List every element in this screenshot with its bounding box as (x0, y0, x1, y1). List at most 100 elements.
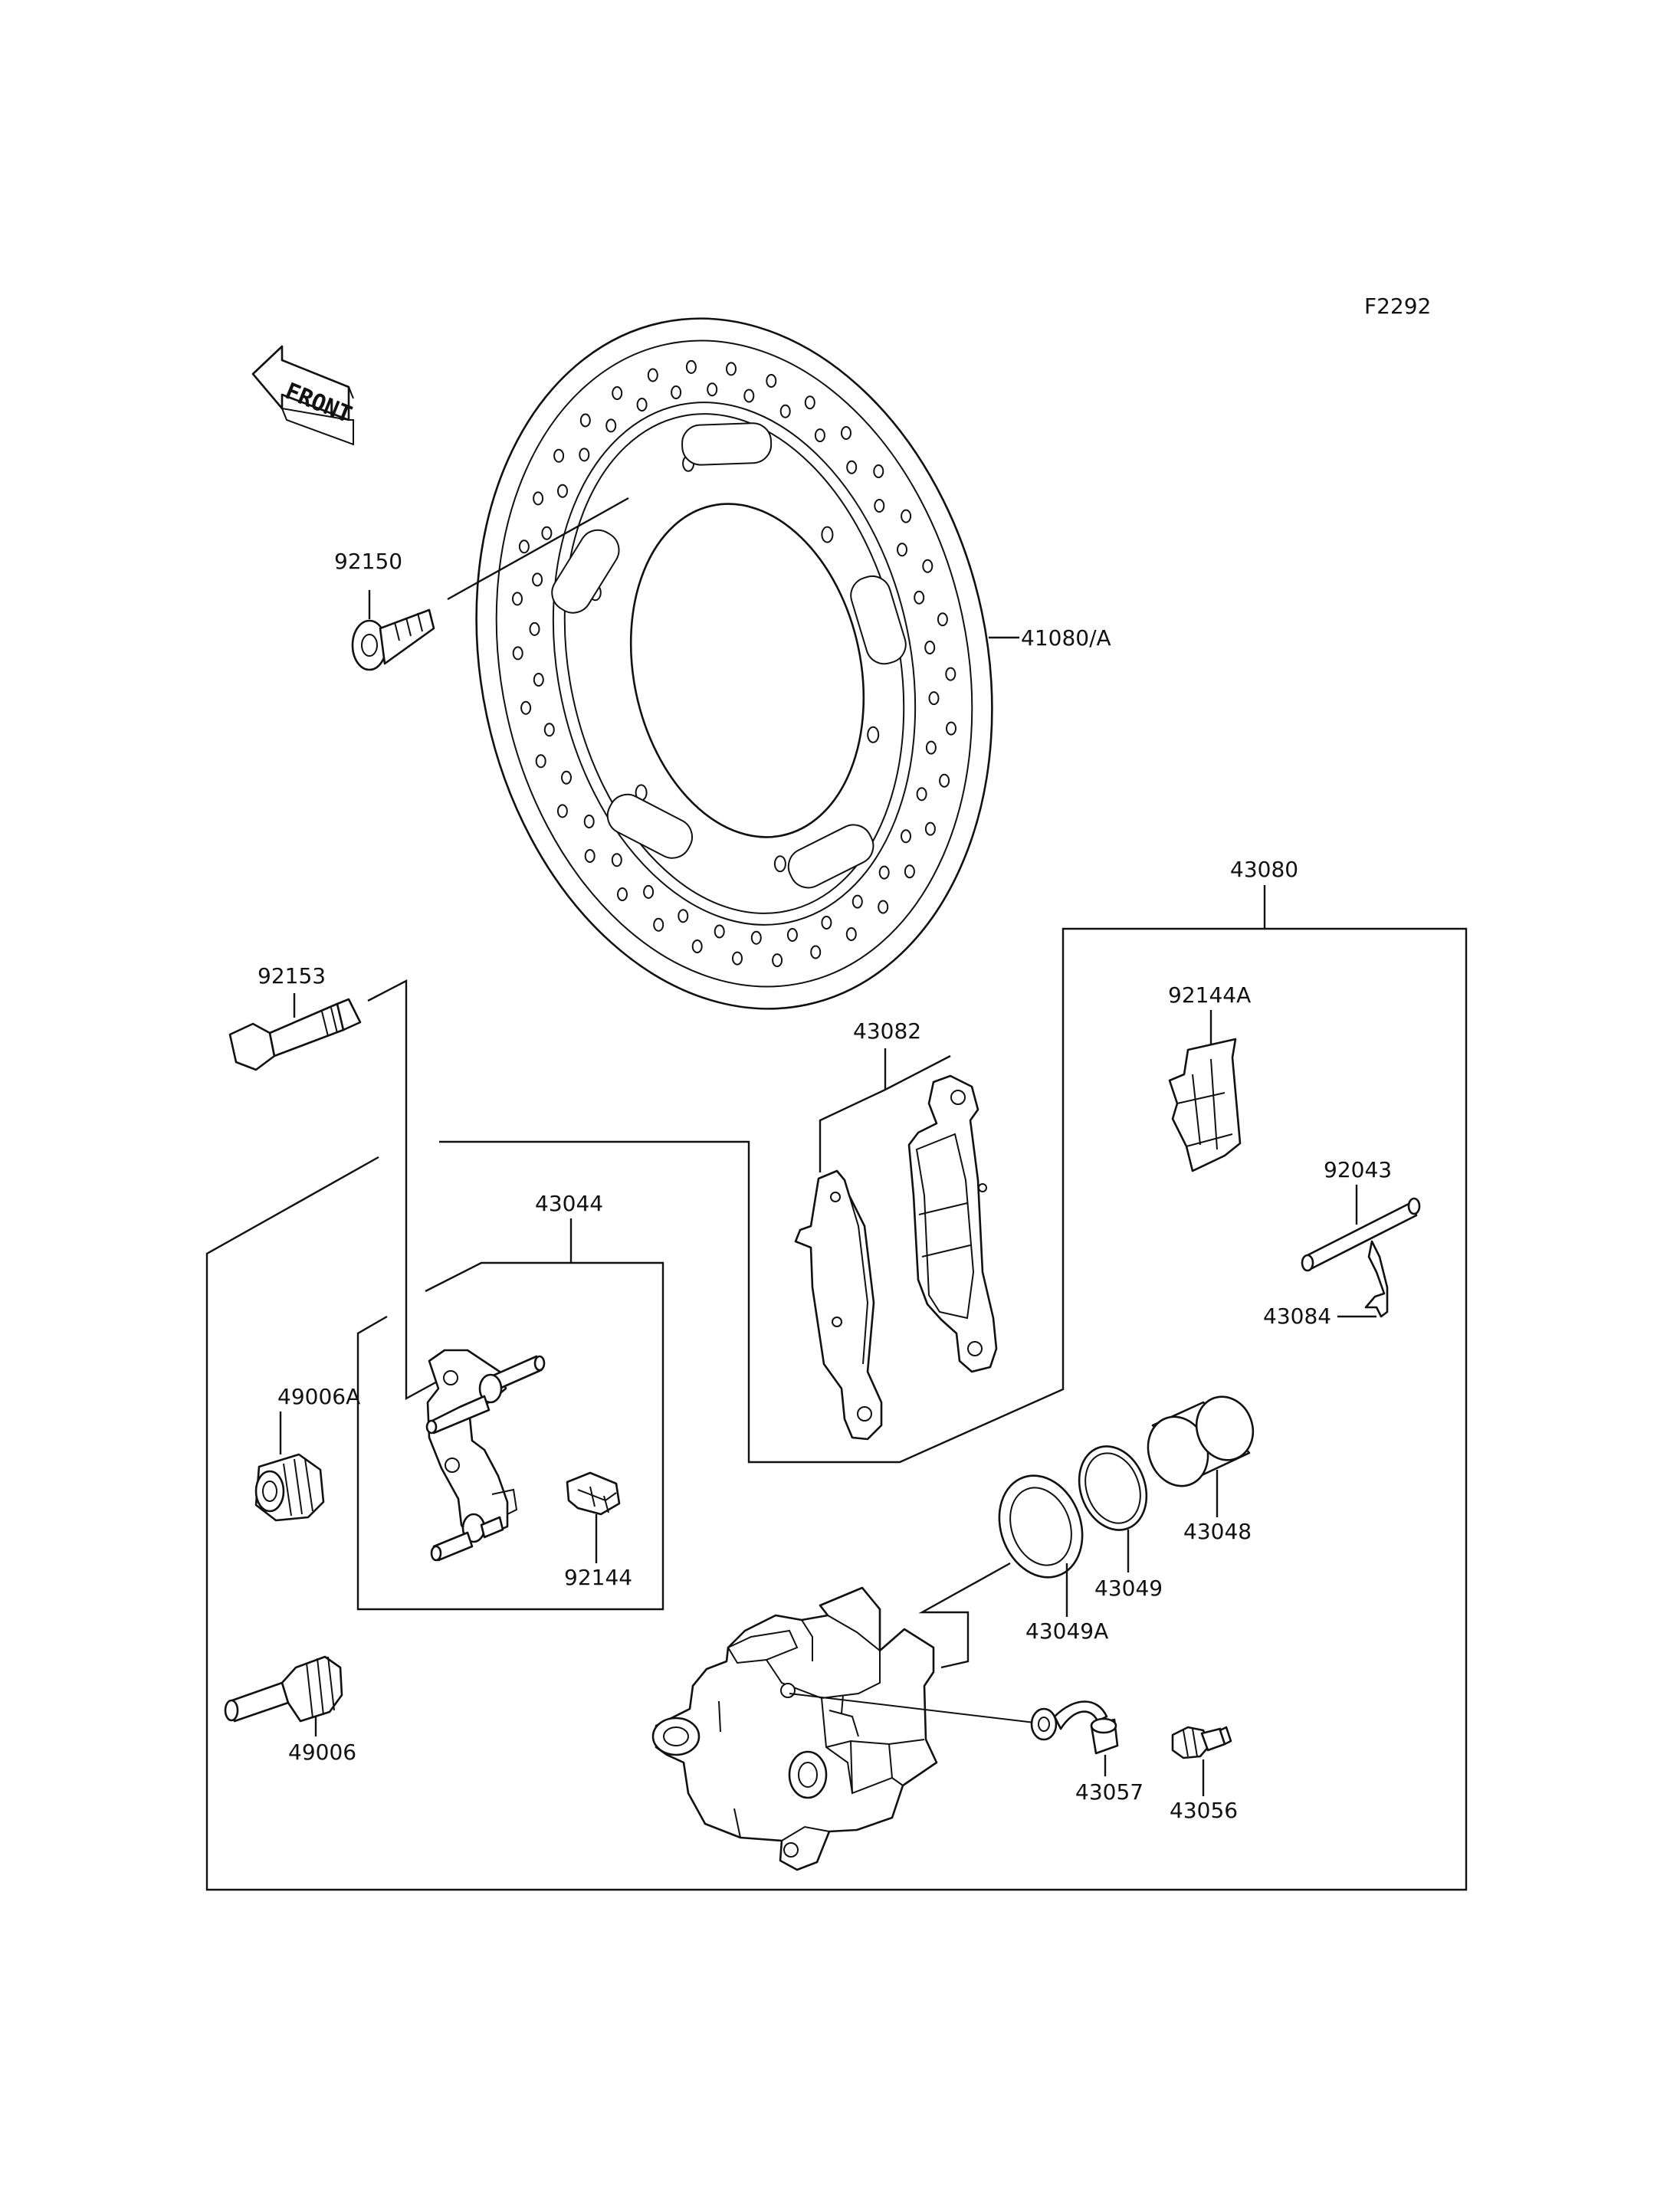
caliper-body (651, 1586, 1035, 1871)
disc-vent-hole (512, 646, 523, 661)
label-43049A: 43049A (1025, 1618, 1108, 1644)
disc-vent-hole (553, 448, 565, 463)
bracket-pin-upper (425, 1355, 546, 1435)
disc-mount-hole (773, 855, 786, 873)
disc-vent-hole (821, 916, 832, 930)
disc-vent-hole (726, 362, 737, 376)
disc-vent-hole (556, 804, 568, 818)
bracket-kit-frame (356, 1261, 664, 1611)
brake-disc (475, 317, 993, 1010)
disc-vent-hole (671, 385, 682, 399)
disc-vent-hole (520, 700, 532, 715)
disc-slot (681, 422, 773, 466)
piston-43048 (1147, 1395, 1255, 1487)
disc-vent-hole (584, 849, 596, 863)
disc-vent-hole (878, 865, 890, 880)
disc-vent-hole (924, 821, 936, 836)
label-43080: 43080 (1230, 857, 1298, 882)
label-43049: 43049 (1094, 1576, 1163, 1601)
disc-slots (551, 422, 907, 889)
brake-pad-right (907, 1074, 998, 1373)
label-49006A: 49006A (277, 1384, 360, 1409)
disc-vent-hole (939, 773, 950, 788)
disc-vent-hole (924, 641, 936, 654)
disc-vent-hole (583, 815, 595, 828)
disc-vent-hole (653, 917, 664, 932)
label-92043: 92043 (1324, 1157, 1392, 1182)
label-43082: 43082 (853, 1018, 921, 1044)
disc-vent-hole (612, 386, 623, 400)
disc-vent-hole (579, 448, 590, 462)
disc-vent-hole (732, 951, 743, 966)
label-41080: 41080/A (1021, 625, 1111, 651)
disc-vent-hole (535, 754, 546, 769)
bracket-pin-lower (430, 1513, 504, 1562)
disc-vent-hole (841, 426, 851, 440)
outer-kit-frame (205, 927, 1468, 1891)
disc-vent-hole (851, 894, 863, 909)
disc-vent-hole (914, 590, 925, 605)
disc-vent-hole (804, 395, 815, 410)
disc-vent-hole (707, 382, 718, 397)
pad-spring-92144A (1168, 1038, 1242, 1172)
disc-vent-holes (512, 359, 956, 968)
disc-vent-hole (904, 864, 915, 879)
disc-vent-hole (643, 884, 655, 899)
pin-clip-43084 (1364, 1240, 1389, 1318)
bleeder-valve-43056 (1171, 1726, 1232, 1759)
pad-spring-92144 (566, 1471, 621, 1516)
disc-vent-hole (561, 770, 572, 785)
disc-vent-hole (946, 721, 956, 736)
disc-vent-hole (810, 945, 822, 959)
disc-vent-hole (901, 829, 911, 844)
label-92144: 92144 (564, 1565, 632, 1590)
disc-vent-hole (579, 413, 591, 428)
disc-vent-hole (541, 526, 553, 540)
disc-vent-hole (678, 909, 689, 923)
dust-seal-43049A (998, 1474, 1084, 1579)
brake-pad-left (794, 1169, 883, 1441)
figure-code: F2292 (1364, 293, 1431, 319)
disc-vent-hole (772, 953, 783, 968)
disc-vent-hole (743, 389, 755, 403)
disc-vent-hole (846, 460, 858, 474)
front-arrow-icon: FRONT (251, 345, 356, 446)
disc-vent-hole (557, 484, 568, 498)
disc-vent-hole (605, 418, 617, 433)
disc-vent-hole (533, 673, 544, 687)
disc-vent-hole (928, 691, 940, 706)
disc-vent-hole (814, 428, 825, 443)
disc-vent-hole (529, 621, 540, 636)
disc-slot (850, 575, 907, 665)
label-49006: 49006 (288, 1740, 356, 1765)
disc-vent-hole (897, 543, 907, 557)
disc-slot (551, 529, 620, 614)
disc-vent-hole (901, 509, 912, 523)
disc-vent-hole (786, 928, 798, 942)
label-92150: 92150 (334, 549, 402, 574)
disc-vent-hole (779, 404, 791, 418)
disc-vent-hole (925, 740, 937, 755)
label-43084: 43084 (1263, 1303, 1331, 1329)
disc-vent-hole (916, 787, 927, 802)
disc-vent-hole (685, 359, 697, 374)
disc-vent-hole (611, 853, 622, 867)
dust-boot-49006A (254, 1453, 325, 1522)
label-43056: 43056 (1170, 1798, 1238, 1823)
caliper-bolt-92153 (228, 993, 362, 1071)
label-92144A: 92144A (1168, 982, 1251, 1008)
disc-vent-hole (945, 667, 956, 681)
label-43044: 43044 (535, 1191, 603, 1216)
disc-vent-hole (617, 887, 628, 901)
disc-vent-hole (845, 927, 857, 941)
disc-vent-hole (636, 398, 648, 412)
disc-slot (787, 824, 874, 889)
sleeve-49006 (224, 1655, 343, 1723)
disc-vent-hole (647, 368, 658, 382)
disc-vent-hole (766, 374, 777, 388)
disc-mount-hole (867, 726, 880, 743)
disc-mount-hole (821, 526, 834, 543)
label-92153: 92153 (258, 963, 326, 989)
disc-vent-hole (937, 612, 948, 627)
